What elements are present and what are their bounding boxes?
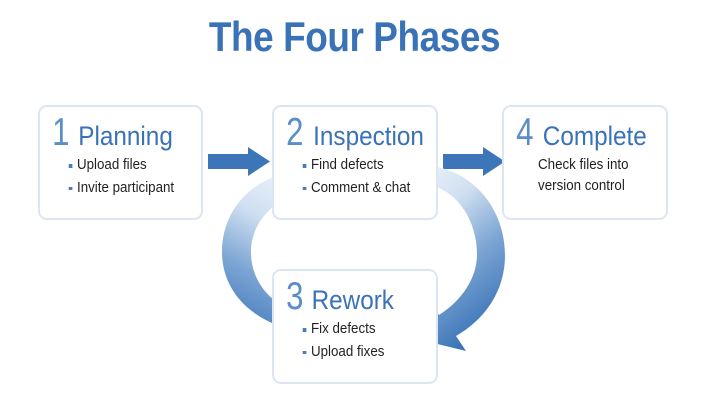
phase-header: 1 Planning [40, 107, 201, 154]
arrow-planning-to-inspection [208, 147, 270, 176]
phase-card-planning[interactable]: 1 Planning Upload files Invite participa… [38, 105, 203, 220]
phase-header: 2 Inspection [274, 107, 436, 154]
phase-title: Planning [77, 121, 173, 151]
phase-bullet-list: Find defects Comment & chat [274, 154, 436, 200]
description-line: version control [538, 178, 625, 195]
description-line: Check files into [538, 157, 629, 174]
list-item: Comment & chat [302, 177, 426, 200]
phase-card-rework[interactable]: 3 Rework Fix defects Upload fixes [272, 269, 438, 384]
list-item: Upload fixes [302, 341, 426, 364]
phase-title: Rework [311, 285, 394, 315]
phase-number: 4 [516, 111, 534, 154]
phase-title: Complete [542, 121, 647, 151]
phase-card-complete[interactable]: 4 Complete Check files into version cont… [502, 105, 668, 220]
phase-card-inspection[interactable]: 2 Inspection Find defects Comment & chat [272, 105, 438, 220]
phase-number: 1 [52, 111, 70, 154]
list-item: Upload files [68, 154, 191, 177]
list-item: Fix defects [302, 318, 426, 341]
phase-number: 3 [286, 275, 304, 318]
phase-header: 4 Complete [504, 107, 666, 154]
phase-number: 2 [286, 111, 304, 154]
list-item: Find defects [302, 154, 426, 177]
phase-description: Check files into version control [504, 155, 653, 197]
phase-bullet-list: Fix defects Upload fixes [274, 318, 436, 364]
list-item: Invite participant [68, 177, 191, 200]
page-title: The Four Phases [208, 13, 501, 60]
phase-bullet-list: Upload files Invite participant [40, 154, 201, 200]
phase-header: 3 Rework [274, 271, 436, 318]
arrow-inspection-to-complete [443, 147, 505, 176]
phase-title: Inspection [312, 121, 424, 151]
